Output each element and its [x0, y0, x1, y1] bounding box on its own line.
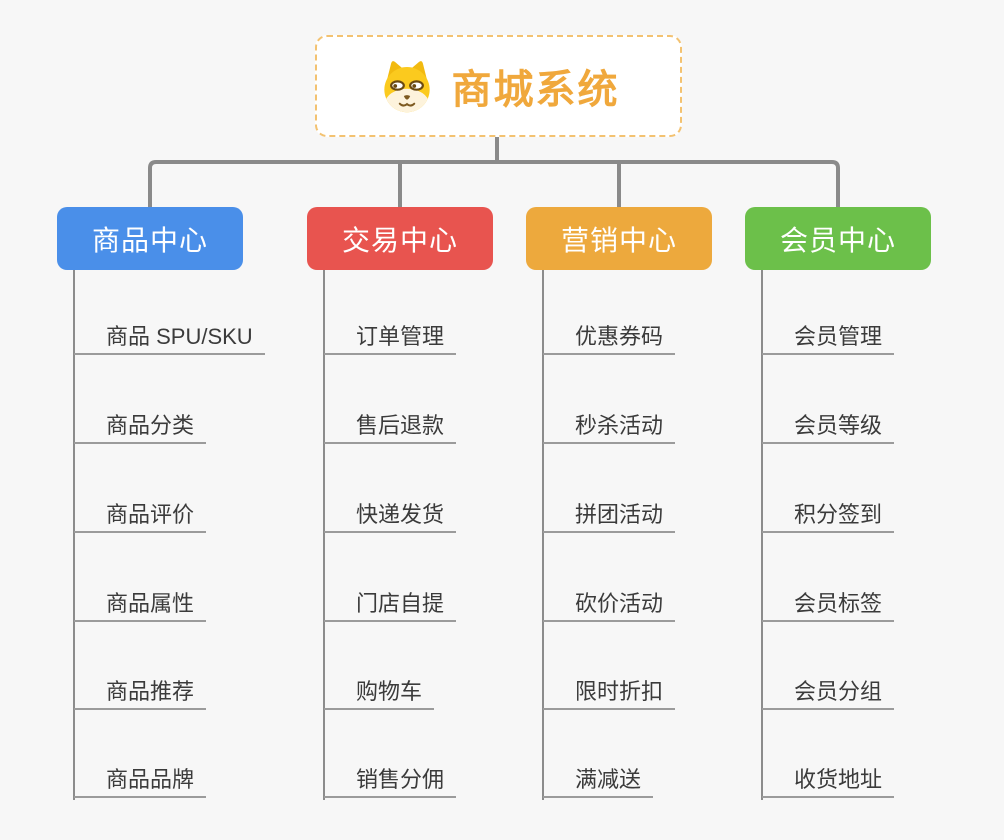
branch-trunk-line — [761, 270, 763, 800]
leaf-topic[interactable]: 拼团活动 — [543, 501, 676, 533]
leaf-topic[interactable]: 购物车 — [324, 678, 435, 710]
branch-node-label: 商品中心 — [91, 224, 208, 256]
branch-column-marketing-center: 优惠券码 秒杀活动 拼团活动 砍价活动 限时折扣 满减送 — [542, 270, 782, 810]
dog-face-icon — [383, 61, 430, 113]
branch-node-product-center[interactable]: 商品中心 — [57, 207, 243, 270]
leaf-topic[interactable]: 会员标签 — [762, 590, 895, 622]
leaf-topic[interactable]: 商品品牌 — [74, 766, 207, 798]
branch-column-member-center: 会员管理 会员等级 积分签到 会员标签 会员分组 收货地址 — [761, 270, 1001, 810]
root-node[interactable]: 商城系统 — [315, 35, 682, 137]
leaf-topic[interactable]: 销售分佣 — [324, 766, 457, 798]
branch-trunk-line — [542, 270, 544, 800]
leaf-topic[interactable]: 会员管理 — [762, 323, 895, 355]
branch-trunk-line — [73, 270, 75, 800]
root-node-label: 商城系统 — [451, 68, 620, 112]
leaf-topic[interactable]: 满减送 — [543, 766, 654, 798]
leaf-topic[interactable]: 快递发货 — [324, 501, 457, 533]
leaf-topic[interactable]: 会员分组 — [762, 678, 895, 710]
leaf-topic[interactable]: 优惠券码 — [543, 323, 676, 355]
leaf-topic[interactable]: 门店自提 — [324, 590, 457, 622]
leaf-topic[interactable]: 订单管理 — [324, 323, 457, 355]
branch-node-label: 交易中心 — [341, 224, 458, 256]
leaf-topic[interactable]: 商品评价 — [74, 501, 207, 533]
leaf-topic[interactable]: 商品属性 — [74, 590, 207, 622]
branch-trunk-line — [323, 270, 325, 800]
branch-node-marketing-center[interactable]: 营销中心 — [526, 207, 712, 270]
branch-column-product-center: 商品 SPU/SKU 商品分类 商品评价 商品属性 商品推荐 商品品牌 — [73, 270, 313, 810]
leaf-topic[interactable]: 秒杀活动 — [543, 412, 676, 444]
leaf-topic[interactable]: 商品分类 — [74, 412, 207, 444]
branch-node-label: 会员中心 — [779, 224, 896, 256]
branch-node-label: 营销中心 — [560, 224, 677, 256]
branch-elbow-line — [148, 160, 840, 207]
branch-column-trade-center: 订单管理 售后退款 快递发货 门店自提 购物车 销售分佣 — [323, 270, 563, 810]
leaf-topic[interactable]: 限时折扣 — [543, 678, 676, 710]
leaf-topic[interactable]: 商品 SPU/SKU — [74, 323, 265, 355]
leaf-topic[interactable]: 收货地址 — [762, 766, 895, 798]
leaf-topic[interactable]: 会员等级 — [762, 412, 895, 444]
branch-node-member-center[interactable]: 会员中心 — [745, 207, 931, 270]
leaf-topic[interactable]: 积分签到 — [762, 501, 895, 533]
leaf-topic[interactable]: 售后退款 — [324, 412, 457, 444]
leaf-topic[interactable]: 商品推荐 — [74, 678, 207, 710]
branch-node-trade-center[interactable]: 交易中心 — [307, 207, 493, 270]
leaf-topic[interactable]: 砍价活动 — [543, 590, 676, 622]
